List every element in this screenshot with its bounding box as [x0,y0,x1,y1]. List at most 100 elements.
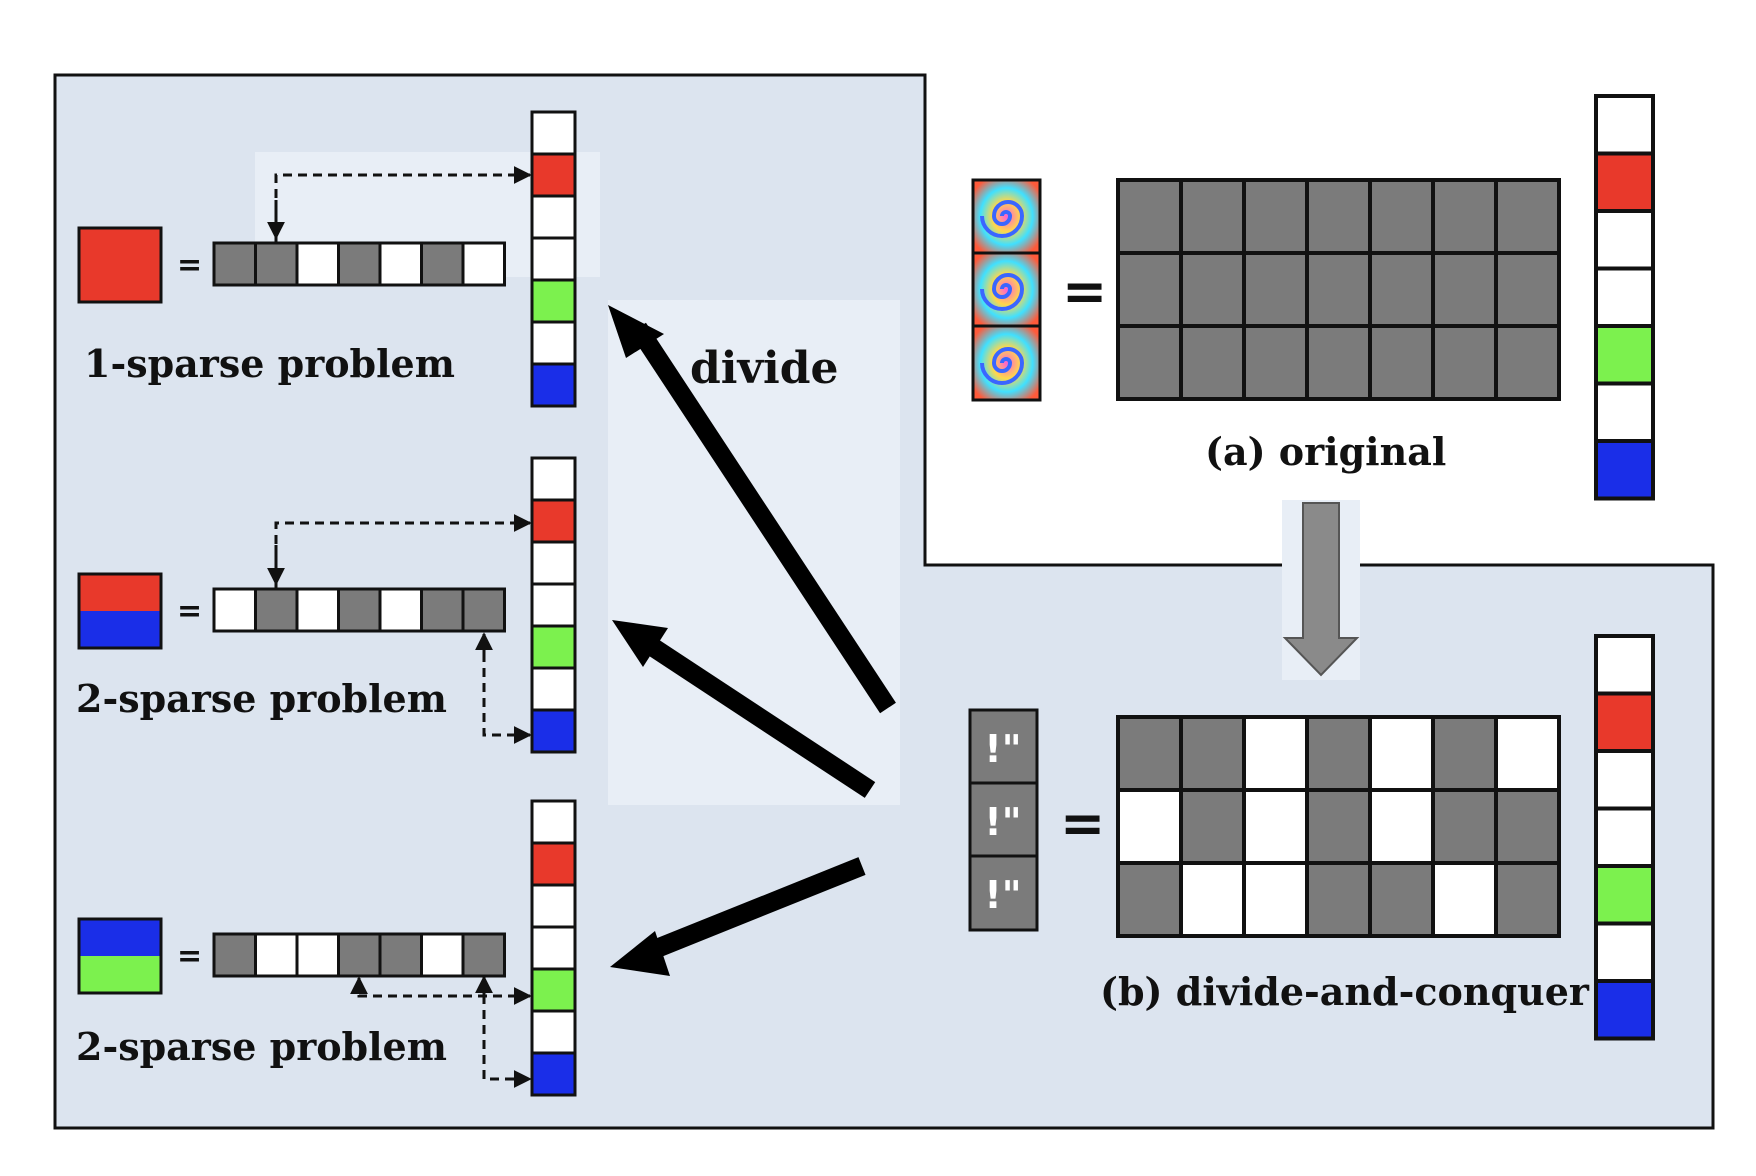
matrix-cell [1116,861,1183,938]
matrix-cell [1305,861,1372,938]
matrix-cell [1242,251,1309,328]
matrix-cell [1116,324,1183,401]
matrix-row-cell [378,241,423,287]
matrix-cell [1116,715,1183,792]
signal-vector-cell [1594,151,1655,213]
matrix-cell [1242,715,1309,792]
signal-vector-cell [1594,806,1655,868]
small-signal-cell [530,708,577,754]
matrix-cell [1179,178,1246,255]
divide-arrow-shaft [636,632,876,798]
chip-symbol: !" [984,727,1021,771]
matrix-cell [1494,178,1561,255]
small-signal-cell [530,799,577,845]
matrix-row-cell [212,587,257,633]
matrix-cell [1494,324,1561,401]
matrix-cell [1431,861,1498,938]
problem-label: 2-sparse problem [76,676,447,721]
matrix-row-cell [378,932,423,978]
small-signal-cell [530,152,577,198]
small-signal-cell [530,456,577,502]
matrix-cell [1242,861,1309,938]
divide-arrow-head [612,620,668,667]
matrix-cell [1305,324,1372,401]
matrix-row-cell [295,587,340,633]
spiral-icon [980,200,1025,238]
matrix-row-cell [295,241,340,287]
measurement-square [79,956,161,993]
signal-vector-cell [1594,749,1655,811]
chip-symbol: !" [984,873,1021,917]
matrix-row-cell [420,932,465,978]
matrix-cell [1242,788,1309,865]
signal-vector-cell [1594,324,1655,386]
small-signal-cell [530,1051,577,1097]
measurement-square [79,919,161,956]
matrix-row-cell [461,932,506,978]
divide-arrows [608,305,896,976]
original-signal-vector [1594,94,1655,501]
small-signal-cell [530,1009,577,1055]
equals-sign: = [177,594,202,629]
equals-sign: = [1060,792,1105,855]
matrix-row-cell [337,241,382,287]
matrix-cell [1368,861,1435,938]
matrix-cell [1305,788,1372,865]
matrix-cell [1494,251,1561,328]
chip-block [968,854,1039,932]
small-signal-cell [530,925,577,971]
spiral-icon [980,347,1025,385]
matrix-cell [1431,715,1498,792]
matrix-row-cell [420,241,465,287]
divide-arrow-head [608,305,664,358]
small-signal-cell [530,320,577,366]
small-signal-cell [530,967,577,1013]
spiral-icon [980,273,1025,311]
signal-vector-cell [1594,634,1655,696]
matrix-cell [1116,178,1183,255]
label-divide: divide [690,343,839,394]
matrix-cell [1179,324,1246,401]
signal-vector-cell [1594,209,1655,271]
matrix-cell [1431,324,1498,401]
divide-and-conquer-matrix [1116,715,1561,938]
divide-arrow-shaft [630,322,896,714]
measurement-square-border [77,917,163,995]
divide-arrow-shaft [644,857,866,961]
divide-arrow-head [610,931,670,976]
original-signal-column [971,178,1042,402]
matrix-row-cell [461,587,506,633]
matrix-cell [1179,715,1246,792]
matrix-cell [1179,788,1246,865]
signal-vector-cell [1594,381,1655,443]
measurement-square [79,228,161,302]
matrix-cell [1179,861,1246,938]
signal-vector-cell [1594,94,1655,156]
matrix-row-cell [461,241,506,287]
matrix-row-cell [420,587,465,633]
small-signal-cell [530,666,577,712]
label-original: (a) original [1205,429,1446,474]
signal-vector-cell [1594,921,1655,983]
equals-sign: = [177,248,202,283]
measurement-square [79,574,161,611]
matrix-row-cell [295,932,340,978]
matrix-row-cell [378,587,423,633]
signal-vector-cell [1594,864,1655,926]
problem-label: 1-sparse problem [84,341,455,386]
chip-symbol: !" [984,800,1021,844]
matrix-row-cell [254,241,299,287]
matrix-cell [1494,861,1561,938]
small-signal-cell [530,194,577,240]
matrix-cell [1305,715,1372,792]
small-signal-cell [530,841,577,887]
chip-block [968,708,1039,785]
matrix-row-cell [212,241,257,287]
dashed-connector [482,638,532,744]
small-signal-cell [530,362,577,408]
matrix-cell [1305,251,1372,328]
matrix-row-cell [254,932,299,978]
matrix-cell [1116,251,1183,328]
small-signal-cell [530,278,577,324]
small-signal-cell [530,624,577,670]
